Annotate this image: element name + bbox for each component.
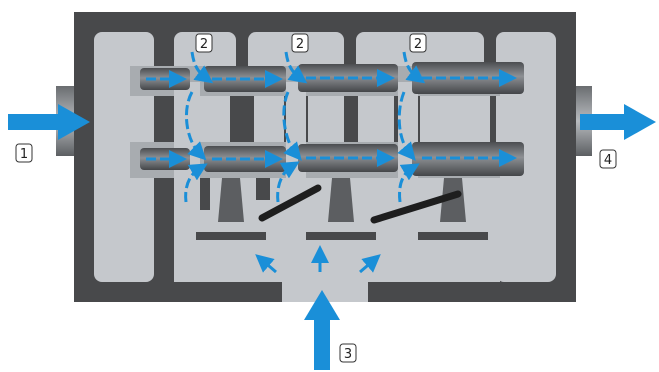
outlet-chamber: [496, 32, 556, 282]
post-base-1: [196, 232, 266, 240]
valve-flap-icon: [258, 184, 322, 222]
valve-post-1: [218, 178, 244, 222]
callout-inlet: 1: [15, 143, 33, 163]
svg-text:2: 2: [296, 37, 304, 52]
callout-side-inlet-3: 2: [409, 33, 427, 53]
outlet-arrow-icon: [580, 104, 656, 140]
gap-2: [254, 96, 284, 142]
inlet-arrow-icon: [8, 104, 90, 140]
callout-bottom-inlet: 3: [339, 343, 357, 363]
svg-text:2: 2: [200, 37, 208, 52]
bottom-inlet-arrow-icon: [304, 290, 340, 370]
flow-arrow-icon: [184, 51, 426, 203]
flow-arrow-icon: [255, 245, 381, 274]
valve-flap-icon: [370, 190, 462, 224]
svg-text:2: 2: [414, 37, 422, 52]
callout-outlet: 4: [599, 149, 617, 169]
svg-text:4: 4: [604, 153, 612, 168]
callout-side-inlet-1: 2: [195, 33, 213, 53]
svg-text:3: 3: [344, 347, 352, 362]
svg-text:1: 1: [20, 147, 28, 162]
gap-4: [358, 96, 394, 142]
gap-3: [308, 96, 344, 142]
valve-post-3: [440, 178, 466, 222]
flow-arrow-icon: [146, 69, 517, 168]
valve-post-2: [328, 178, 354, 222]
post-base-3: [418, 232, 488, 240]
post-base-2: [306, 232, 376, 240]
gap-1: [200, 96, 230, 142]
gap-5: [420, 96, 490, 142]
callout-side-inlet-2: 2: [291, 33, 309, 53]
